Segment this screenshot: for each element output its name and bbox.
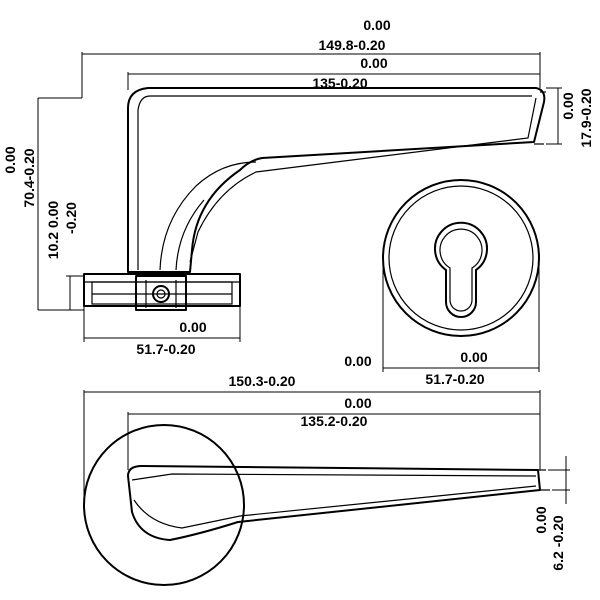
grub-screw-inner: [156, 289, 166, 299]
front-view: [382, 179, 540, 372]
dim-top-overall-length-tolerance: 150.3-0.20: [229, 373, 296, 389]
dim-rose-width-tolerance: 51.7-0.20: [136, 341, 195, 357]
keyhole-outline-icon: [434, 221, 488, 318]
dim-top-overall-length-nominal: 0.00: [344, 353, 371, 369]
dim-rose-thickness-nominal: 10.2 0.00: [45, 201, 61, 260]
rose-side-inner: [91, 281, 233, 305]
keyhole-inner-icon: [439, 228, 483, 312]
dim-rose-diameter-tolerance: 51.7-0.20: [425, 371, 484, 387]
dim-tip-thickness-tolerance: 6.2 -0.20: [550, 515, 566, 570]
dim-rose-thickness-tolerance: -0.20: [63, 202, 79, 234]
side-view-dimensions: [37, 52, 562, 342]
screw-housing: [135, 275, 187, 311]
dim-overall-height-tolerance: 70.4-0.20: [21, 148, 37, 207]
dim-lever-length-nominal: 0.00: [360, 55, 387, 71]
dim-tip-thickness-nominal: 0.00: [533, 506, 549, 533]
lever-side-inner-line: [189, 97, 537, 263]
rose-top-outer: [83, 424, 245, 586]
lever-top-outline: [127, 465, 541, 541]
lever-side-inner-line: [175, 199, 205, 271]
dim-overall-length-nominal: 0.00: [363, 17, 390, 33]
dim-lever-length-tolerance: 135-0.20: [312, 75, 367, 91]
dim-tip-height-nominal: 0.00: [560, 92, 576, 119]
lever-side-inner-line: [137, 95, 532, 270]
grub-screw-icon: [152, 285, 170, 303]
dim-tip-height-tolerance: 17.9-0.20: [578, 88, 594, 147]
dim-top-lever-length-nominal: 0.00: [344, 395, 371, 411]
lever-top-inner-line: [131, 473, 537, 481]
dim-top-lever-length-tolerance: 135.2-0.20: [301, 413, 368, 429]
dim-overall-height-nominal: 0.00: [2, 146, 18, 173]
rose-front-outer: [382, 179, 540, 337]
lever-top-inner-line: [133, 485, 537, 529]
lever-side-inner-line: [159, 161, 257, 271]
dim-rose-width-nominal: 0.00: [179, 319, 206, 335]
top-view-dimensions: [83, 390, 570, 505]
dim-overall-length-tolerance: 149.8-0.20: [319, 37, 386, 53]
top-view: [83, 424, 550, 586]
side-view: [83, 87, 546, 311]
dim-rose-diameter-nominal: 0.00: [460, 349, 487, 365]
rose-front-inner: [388, 185, 534, 331]
lever-side-outline: [127, 87, 546, 273]
